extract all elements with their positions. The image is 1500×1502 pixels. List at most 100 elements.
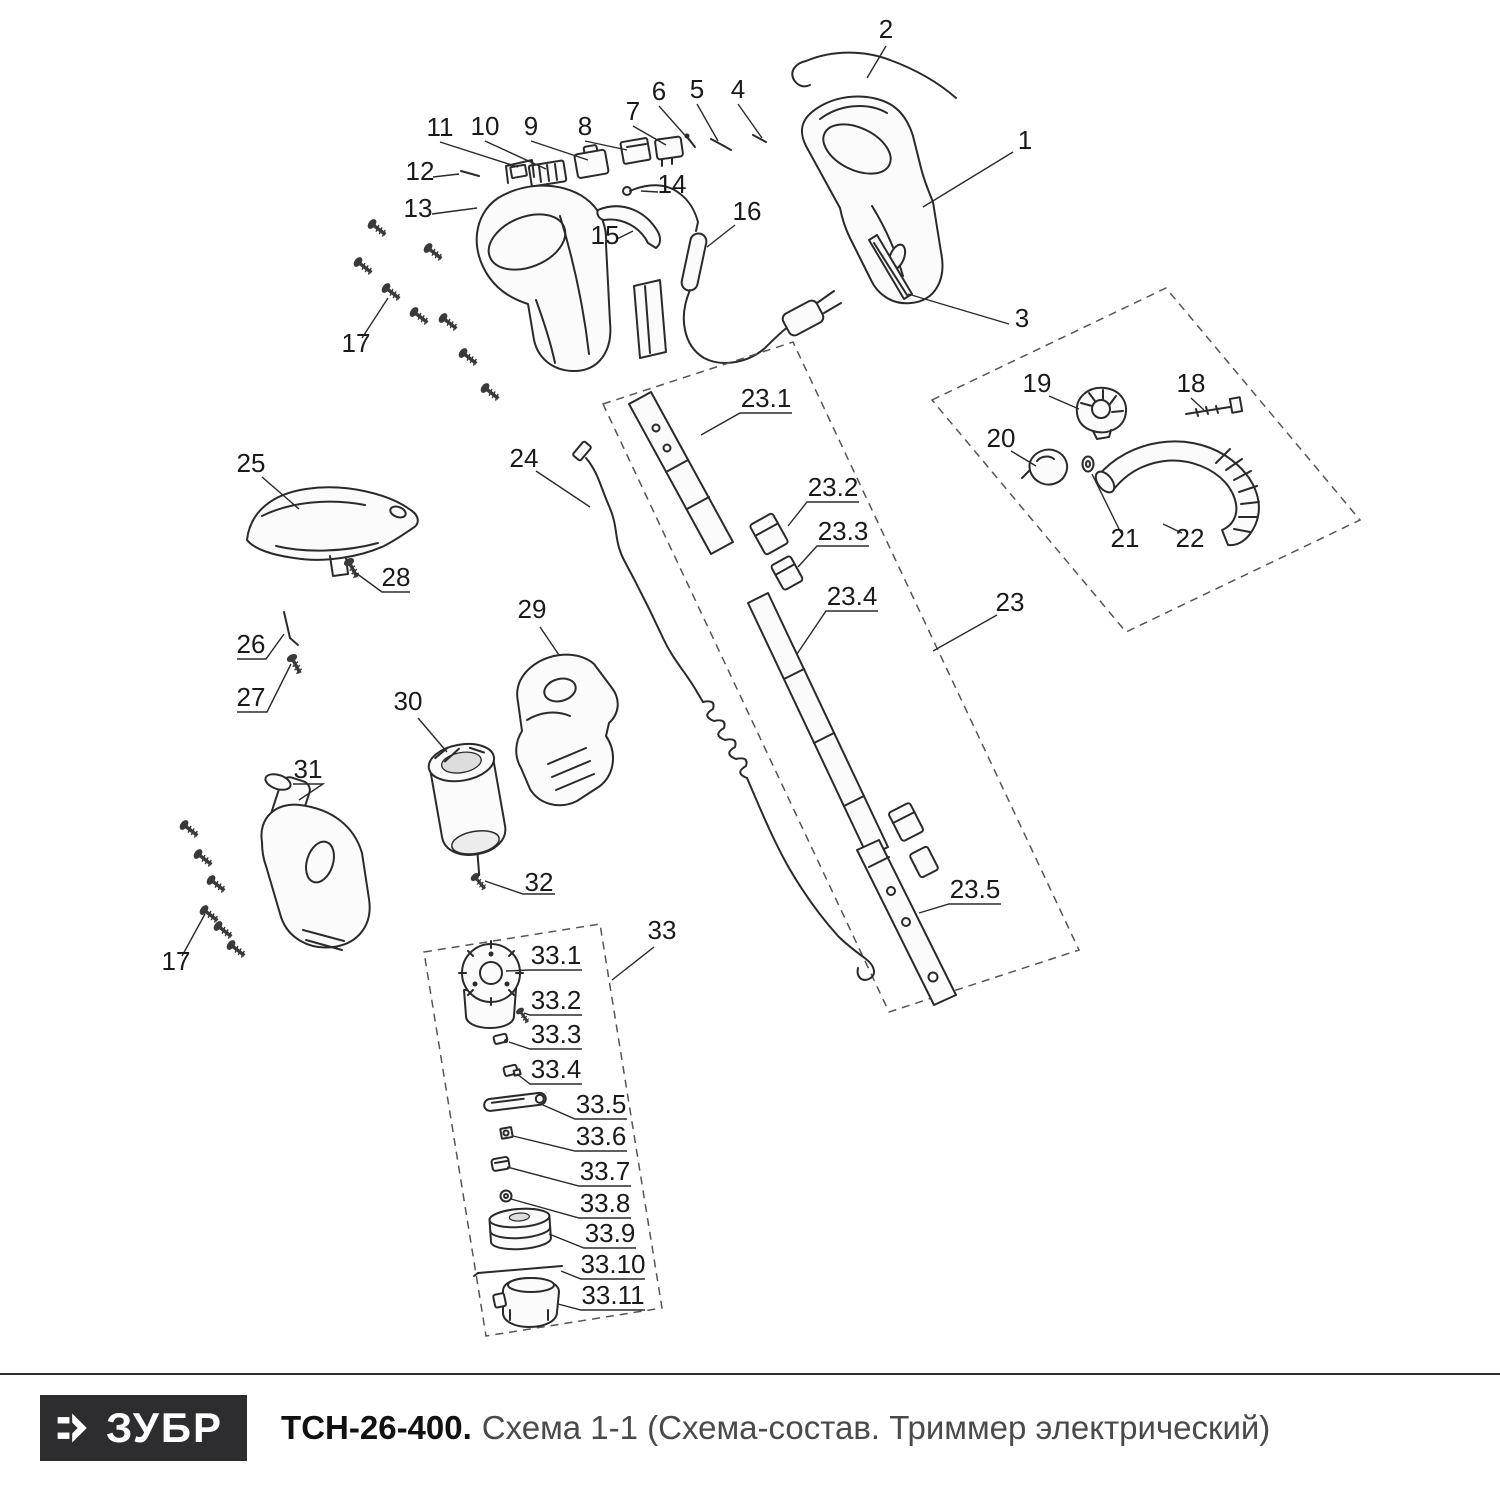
part-33-6-nut xyxy=(499,1126,514,1140)
screw-icon xyxy=(378,279,405,305)
leader-line-11 xyxy=(439,141,519,168)
part-23-sleeve-b xyxy=(909,845,939,879)
part-label-33.4: 33.4 xyxy=(531,1054,582,1084)
part-label-10: 10 xyxy=(471,111,500,141)
part-27-screw xyxy=(283,650,307,678)
part-label-33.5: 33.5 xyxy=(576,1089,627,1119)
part-1-motor-housing-right xyxy=(800,95,944,305)
part-33-10-line-blade xyxy=(473,1265,563,1277)
part-label-33.10: 33.10 xyxy=(580,1249,645,1279)
part-label-17: 17 xyxy=(342,328,371,358)
part-label-32: 32 xyxy=(525,867,554,897)
leader-line-4 xyxy=(737,103,763,139)
spool-assembly-box xyxy=(423,923,663,1337)
schema-name: Схема 1-1 (Схема-состав. Триммер электри… xyxy=(481,1409,1271,1446)
part-21-washer xyxy=(1081,455,1095,473)
leader-line-33.4 xyxy=(516,1073,582,1085)
part-23-5-bottom-tube xyxy=(856,839,957,1006)
parts-layer xyxy=(176,51,1362,1337)
part-label-6: 6 xyxy=(652,76,666,106)
leader-line-17 xyxy=(181,913,206,957)
part-label-5: 5 xyxy=(690,74,704,104)
leader-line-12 xyxy=(432,173,460,178)
screw-icon xyxy=(350,253,377,279)
leader-line-33.6 xyxy=(512,1135,627,1152)
part-label-33.3: 33.3 xyxy=(531,1019,582,1049)
part-label-8: 8 xyxy=(578,111,592,141)
leader-line-18 xyxy=(1190,397,1205,411)
part-label-29: 29 xyxy=(518,594,547,624)
part-16-power-cord xyxy=(680,232,842,364)
brand-logo: ЗУБР xyxy=(40,1395,248,1461)
doc-title: ТСН-26-400.Схема 1-1 (Схема-состав. Трим… xyxy=(281,1409,1270,1447)
leader-line-3 xyxy=(907,293,1010,325)
screw-icon xyxy=(435,309,462,335)
part-label-33.9: 33.9 xyxy=(585,1218,636,1248)
brand-name: ЗУБР xyxy=(106,1404,224,1451)
leader-line-33.7 xyxy=(506,1166,631,1187)
part-8-block xyxy=(619,137,652,165)
part-label-33.2: 33.2 xyxy=(531,985,582,1015)
screw-icon xyxy=(223,936,250,962)
part-label-24: 24 xyxy=(510,443,539,473)
part-10-connector xyxy=(527,159,568,188)
part-18-bolt xyxy=(1185,396,1244,417)
leader-line-14 xyxy=(640,190,659,193)
part-label-23.4: 23.4 xyxy=(827,581,878,611)
part-label-16: 16 xyxy=(733,196,762,226)
leader-line-33.9 xyxy=(548,1233,636,1249)
leader-line-8 xyxy=(584,140,628,151)
part-23-1-upper-tube xyxy=(628,391,734,555)
part-label-33.1: 33.1 xyxy=(531,940,582,970)
part-label-15: 15 xyxy=(591,220,620,250)
part-label-11: 11 xyxy=(427,112,454,142)
screw-icon xyxy=(406,303,433,329)
part-label-20: 20 xyxy=(987,423,1016,453)
shaft-assembly-box xyxy=(601,341,1081,1013)
part-label-1: 1 xyxy=(1018,125,1032,155)
part-33-8-ring xyxy=(499,1189,513,1203)
leader-line-9 xyxy=(530,140,589,161)
leader-line-33.5 xyxy=(542,1104,627,1120)
leader-line-27 xyxy=(237,663,292,713)
leader-line-31 xyxy=(293,783,326,801)
screw-icon xyxy=(477,379,504,405)
part-label-30: 30 xyxy=(394,686,423,716)
part-23-sleeve-a xyxy=(888,802,924,842)
leader-line-20 xyxy=(1010,450,1037,467)
leader-line-33 xyxy=(611,946,655,981)
part-33-11-spool-cover xyxy=(492,1277,560,1328)
screw-icon xyxy=(455,344,482,370)
footer: ЗУБР ТСН-26-400.Схема 1-1 (Схема-состав.… xyxy=(0,1373,1500,1502)
leader-line-15 xyxy=(616,230,634,240)
leader-line-16 xyxy=(706,224,736,248)
leader-line-6 xyxy=(658,105,691,142)
part-33-7-cap xyxy=(490,1156,511,1172)
leader-line-23 xyxy=(932,614,998,652)
brand-logo-icon xyxy=(57,1413,87,1443)
part-label-26: 26 xyxy=(237,629,266,659)
part-label-23.5: 23.5 xyxy=(950,874,1001,904)
leader-line-5 xyxy=(696,103,719,142)
part-13-housing-left xyxy=(475,184,667,373)
leader-line-10 xyxy=(484,140,547,170)
part-label-33.7: 33.7 xyxy=(580,1156,631,1186)
part-33-2-screw xyxy=(513,1004,533,1027)
part-label-23: 23 xyxy=(996,587,1025,617)
part-label-33.11: 33.11 xyxy=(581,1280,644,1310)
leader-line-2 xyxy=(866,45,887,79)
part-2-cable xyxy=(791,51,957,99)
part-label-33.8: 33.8 xyxy=(580,1188,631,1218)
part-31-boom-housing xyxy=(260,773,371,951)
screw-icon xyxy=(190,845,217,871)
footer-content: ЗУБР ТСН-26-400.Схема 1-1 (Схема-состав.… xyxy=(0,1375,1500,1461)
leader-line-19 xyxy=(1048,395,1080,410)
part-label-23.2: 23.2 xyxy=(808,472,859,502)
leader-line-23.5 xyxy=(918,903,1001,914)
part-label-7: 7 xyxy=(626,96,640,126)
part-19-knob xyxy=(1075,386,1127,440)
part-33-9-spool xyxy=(488,1207,552,1251)
part-label-14: 14 xyxy=(658,169,687,199)
leader-line-24 xyxy=(535,470,591,508)
part-33-3-clip xyxy=(492,1032,509,1045)
